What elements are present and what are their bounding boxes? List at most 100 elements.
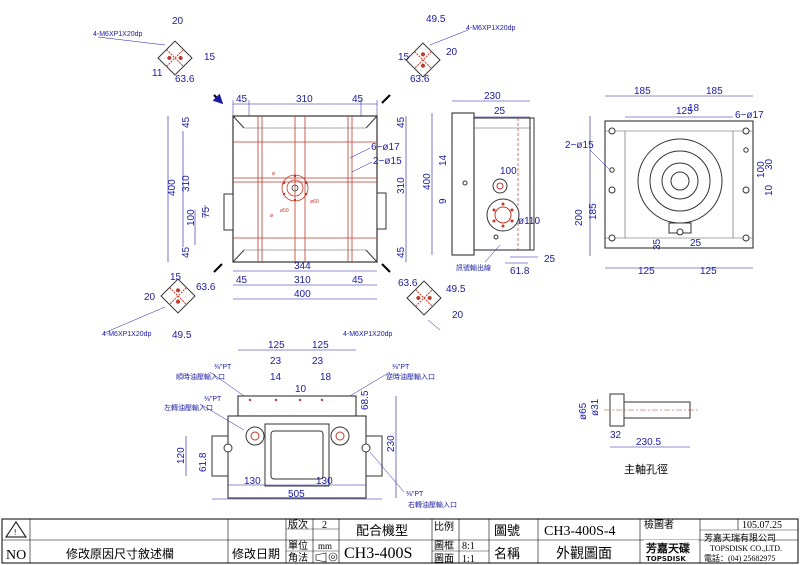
edition: 2 xyxy=(322,520,327,531)
svg-text:配合機型: 配合機型 xyxy=(356,523,408,538)
callout-bottom-right: 63.6 49.5 20 4-M6XP1X20dp xyxy=(343,278,466,338)
svg-text:23: 23 xyxy=(312,356,324,367)
svg-text:10: 10 xyxy=(295,384,307,395)
svg-text:63.6: 63.6 xyxy=(398,278,418,289)
svg-text:25: 25 xyxy=(690,238,702,249)
svg-text:2−ø15: 2−ø15 xyxy=(565,140,594,151)
svg-text:100: 100 xyxy=(500,166,517,177)
svg-text:35: 35 xyxy=(652,238,663,250)
svg-text:角法: 角法 xyxy=(288,551,308,564)
svg-text:130: 130 xyxy=(244,476,261,487)
warning-icon xyxy=(5,521,27,538)
svg-text:185: 185 xyxy=(706,86,723,97)
bottom-dim-45-left: 45 xyxy=(236,275,248,286)
svg-text:圖框: 圖框 xyxy=(434,539,454,552)
svg-text:1:1: 1:1 xyxy=(462,554,475,565)
svg-text:14: 14 xyxy=(438,154,449,166)
svg-text:6−ø17: 6−ø17 xyxy=(735,110,764,121)
svg-text:圖面: 圖面 xyxy=(434,553,454,565)
svg-text:14: 14 xyxy=(270,372,282,383)
svg-text:版次: 版次 xyxy=(288,518,308,531)
svg-text:比例: 比例 xyxy=(434,520,454,533)
rev-no: NO xyxy=(6,548,26,563)
center-label-2: ø60 xyxy=(310,199,319,205)
callout-tr-spec: 4-M6XP1X20dp xyxy=(466,25,516,32)
svg-text:20: 20 xyxy=(446,47,458,58)
right-dim-310: 310 xyxy=(396,177,407,194)
svg-text:15: 15 xyxy=(398,52,410,63)
unit: mm xyxy=(318,541,332,551)
projection-icon xyxy=(315,552,338,563)
shaft-caption: 主軸孔徑 xyxy=(624,462,668,476)
svg-text:30: 30 xyxy=(764,158,775,170)
callout-top-right: 49.5 20 15 63.6 4-M6XP1X20dp xyxy=(398,14,516,85)
svg-text:100: 100 xyxy=(756,161,767,178)
phone: 電話：(04) 25682975 xyxy=(704,553,775,563)
title-block: ! NO 修改原因尺寸敘述欄 修改日期 版次 2 單位 mm 角法 配合機型 C… xyxy=(1,518,799,565)
left-dim-45-bottom: 45 xyxy=(181,246,192,258)
svg-text:32: 32 xyxy=(610,430,622,441)
svg-text:185: 185 xyxy=(634,86,651,97)
top-dim-310: 310 xyxy=(296,94,313,105)
holes-6-label: 6−ø17 xyxy=(371,142,400,153)
svg-text:63.6: 63.6 xyxy=(175,74,195,85)
bottom-dim-400: 400 xyxy=(294,289,311,300)
svg-text:125: 125 xyxy=(268,340,285,351)
svg-text:125: 125 xyxy=(312,340,329,351)
svg-text:單位: 單位 xyxy=(288,539,308,552)
svg-text:18: 18 xyxy=(320,372,332,383)
left-dim-310: 310 xyxy=(181,175,192,192)
svg-text:230: 230 xyxy=(386,435,397,452)
svg-text:20: 20 xyxy=(172,16,184,27)
svg-text:ø65: ø65 xyxy=(578,402,589,420)
callout-bottom-left: 20 15 63.6 49.5 4-M6XP1X20dp xyxy=(102,272,216,341)
label-left-inlet: 左轉油壓輸入口 xyxy=(164,403,213,412)
left-dim-400: 400 xyxy=(167,179,178,196)
callout-tl-spec: 4-M6XP1X20dp xyxy=(93,31,143,38)
svg-text:20: 20 xyxy=(144,292,156,303)
center-label-3: ø xyxy=(270,213,273,219)
label-right-inlet: 右轉油壓輸入口 xyxy=(408,500,457,509)
company-logo: 芳嘉天碟 TOPSDISK xyxy=(644,540,698,563)
shaft-view: ø65 ø31 32 230.5 主軸孔徑 xyxy=(578,393,700,476)
svg-text:120: 120 xyxy=(176,447,187,464)
hidden-lines xyxy=(233,116,377,262)
svg-text:8:1: 8:1 xyxy=(462,541,475,552)
svg-text:ø110: ø110 xyxy=(518,216,540,227)
svg-text:63.6: 63.6 xyxy=(410,74,430,85)
bottom-dim-344: 344 xyxy=(294,261,311,272)
svg-text:18: 18 xyxy=(688,103,700,114)
svg-text:25: 25 xyxy=(494,106,506,117)
drawing-no: CH3-400S-4 xyxy=(544,524,616,539)
svg-text:⅜"PT: ⅜"PT xyxy=(204,396,222,403)
match-model: CH3-400S xyxy=(344,545,412,562)
svg-text:125: 125 xyxy=(638,266,655,277)
svg-text:⅜"PT: ⅜"PT xyxy=(214,364,232,371)
callout-top-left: 20 15 11 63.6 4-M6XP1X20dp xyxy=(93,16,216,85)
bottom-dim-45-right: 45 xyxy=(352,275,364,286)
callout-bl-spec: 4-M6XP1X20dp xyxy=(102,331,152,338)
svg-text:400: 400 xyxy=(422,173,433,190)
rev-date: 修改日期 xyxy=(232,546,280,561)
svg-text:49.5: 49.5 xyxy=(172,330,192,341)
svg-text:61.8: 61.8 xyxy=(510,266,530,277)
svg-text:49.5: 49.5 xyxy=(426,14,446,25)
svg-text:23: 23 xyxy=(270,356,282,367)
callout-br-spec: 4-M6XP1X20dp xyxy=(343,331,393,338)
svg-text:130: 130 xyxy=(316,476,333,487)
svg-text:9: 9 xyxy=(438,198,449,204)
rev-desc: 修改原因尺寸敘述欄 xyxy=(66,546,174,561)
svg-text:63.6: 63.6 xyxy=(196,282,216,293)
svg-text:!: ! xyxy=(14,528,16,537)
holes-2-label: 2−ø15 xyxy=(373,156,402,167)
drawing-name: 外觀圖面 xyxy=(556,546,612,562)
label-ccw-inlet: 逆時油壓輸入口 xyxy=(386,372,435,381)
svg-text:⅜"PT: ⅜"PT xyxy=(406,491,424,498)
svg-text:49.5: 49.5 xyxy=(446,284,466,295)
svg-text:10: 10 xyxy=(764,184,775,196)
svg-text:68.5: 68.5 xyxy=(360,390,371,410)
svg-text:25: 25 xyxy=(544,254,556,265)
svg-text:185: 185 xyxy=(588,203,599,220)
